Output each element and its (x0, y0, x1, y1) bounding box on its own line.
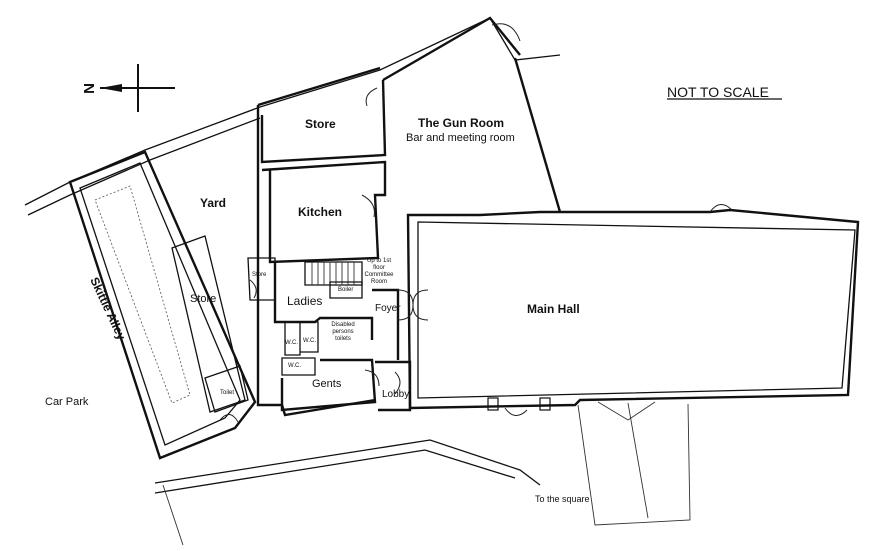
room-main-hall: Main Hall (527, 302, 580, 316)
scale-note: NOT TO SCALE (667, 84, 769, 100)
room-gents: Gents (312, 378, 342, 390)
compass-north-label: N (80, 83, 98, 94)
stairs-note: Up to 1st floor Committee Room (364, 258, 394, 285)
room-gun-room-subtitle: Bar and meeting room (406, 132, 515, 144)
room-wc-2: W.C. (303, 338, 316, 344)
gun-room-walls (382, 16, 562, 213)
room-wc-1: W.C. (285, 340, 298, 346)
boundary-wall-north-inner (27, 117, 261, 216)
compass-rose-icon (100, 64, 175, 112)
main-hall-walls (397, 204, 860, 416)
room-store-alley: Store (190, 293, 217, 305)
room-gun-room-title: The Gun Room (418, 116, 504, 130)
room-boiler: Boiler (338, 287, 354, 293)
room-store-small: Store (252, 272, 267, 278)
room-wc-3: W.C. (288, 363, 301, 369)
room-store-top: Store (305, 117, 336, 131)
area-yard: Yard (200, 196, 227, 210)
skittle-alley-walls (68, 150, 257, 460)
room-disabled-toilets: Disabled persons toilets (331, 322, 355, 342)
room-kitchen: Kitchen (298, 205, 343, 219)
room-lobby: Lobby (382, 389, 410, 400)
area-car-park: Car Park (45, 396, 89, 408)
outside-paths (154, 401, 691, 546)
room-toilet: Toilet (220, 390, 235, 396)
central-building-walls (247, 66, 412, 417)
room-foyer: Foyer (375, 303, 401, 314)
label-to-the-square: To the square (535, 494, 590, 504)
room-ladies: Ladies (287, 294, 323, 308)
